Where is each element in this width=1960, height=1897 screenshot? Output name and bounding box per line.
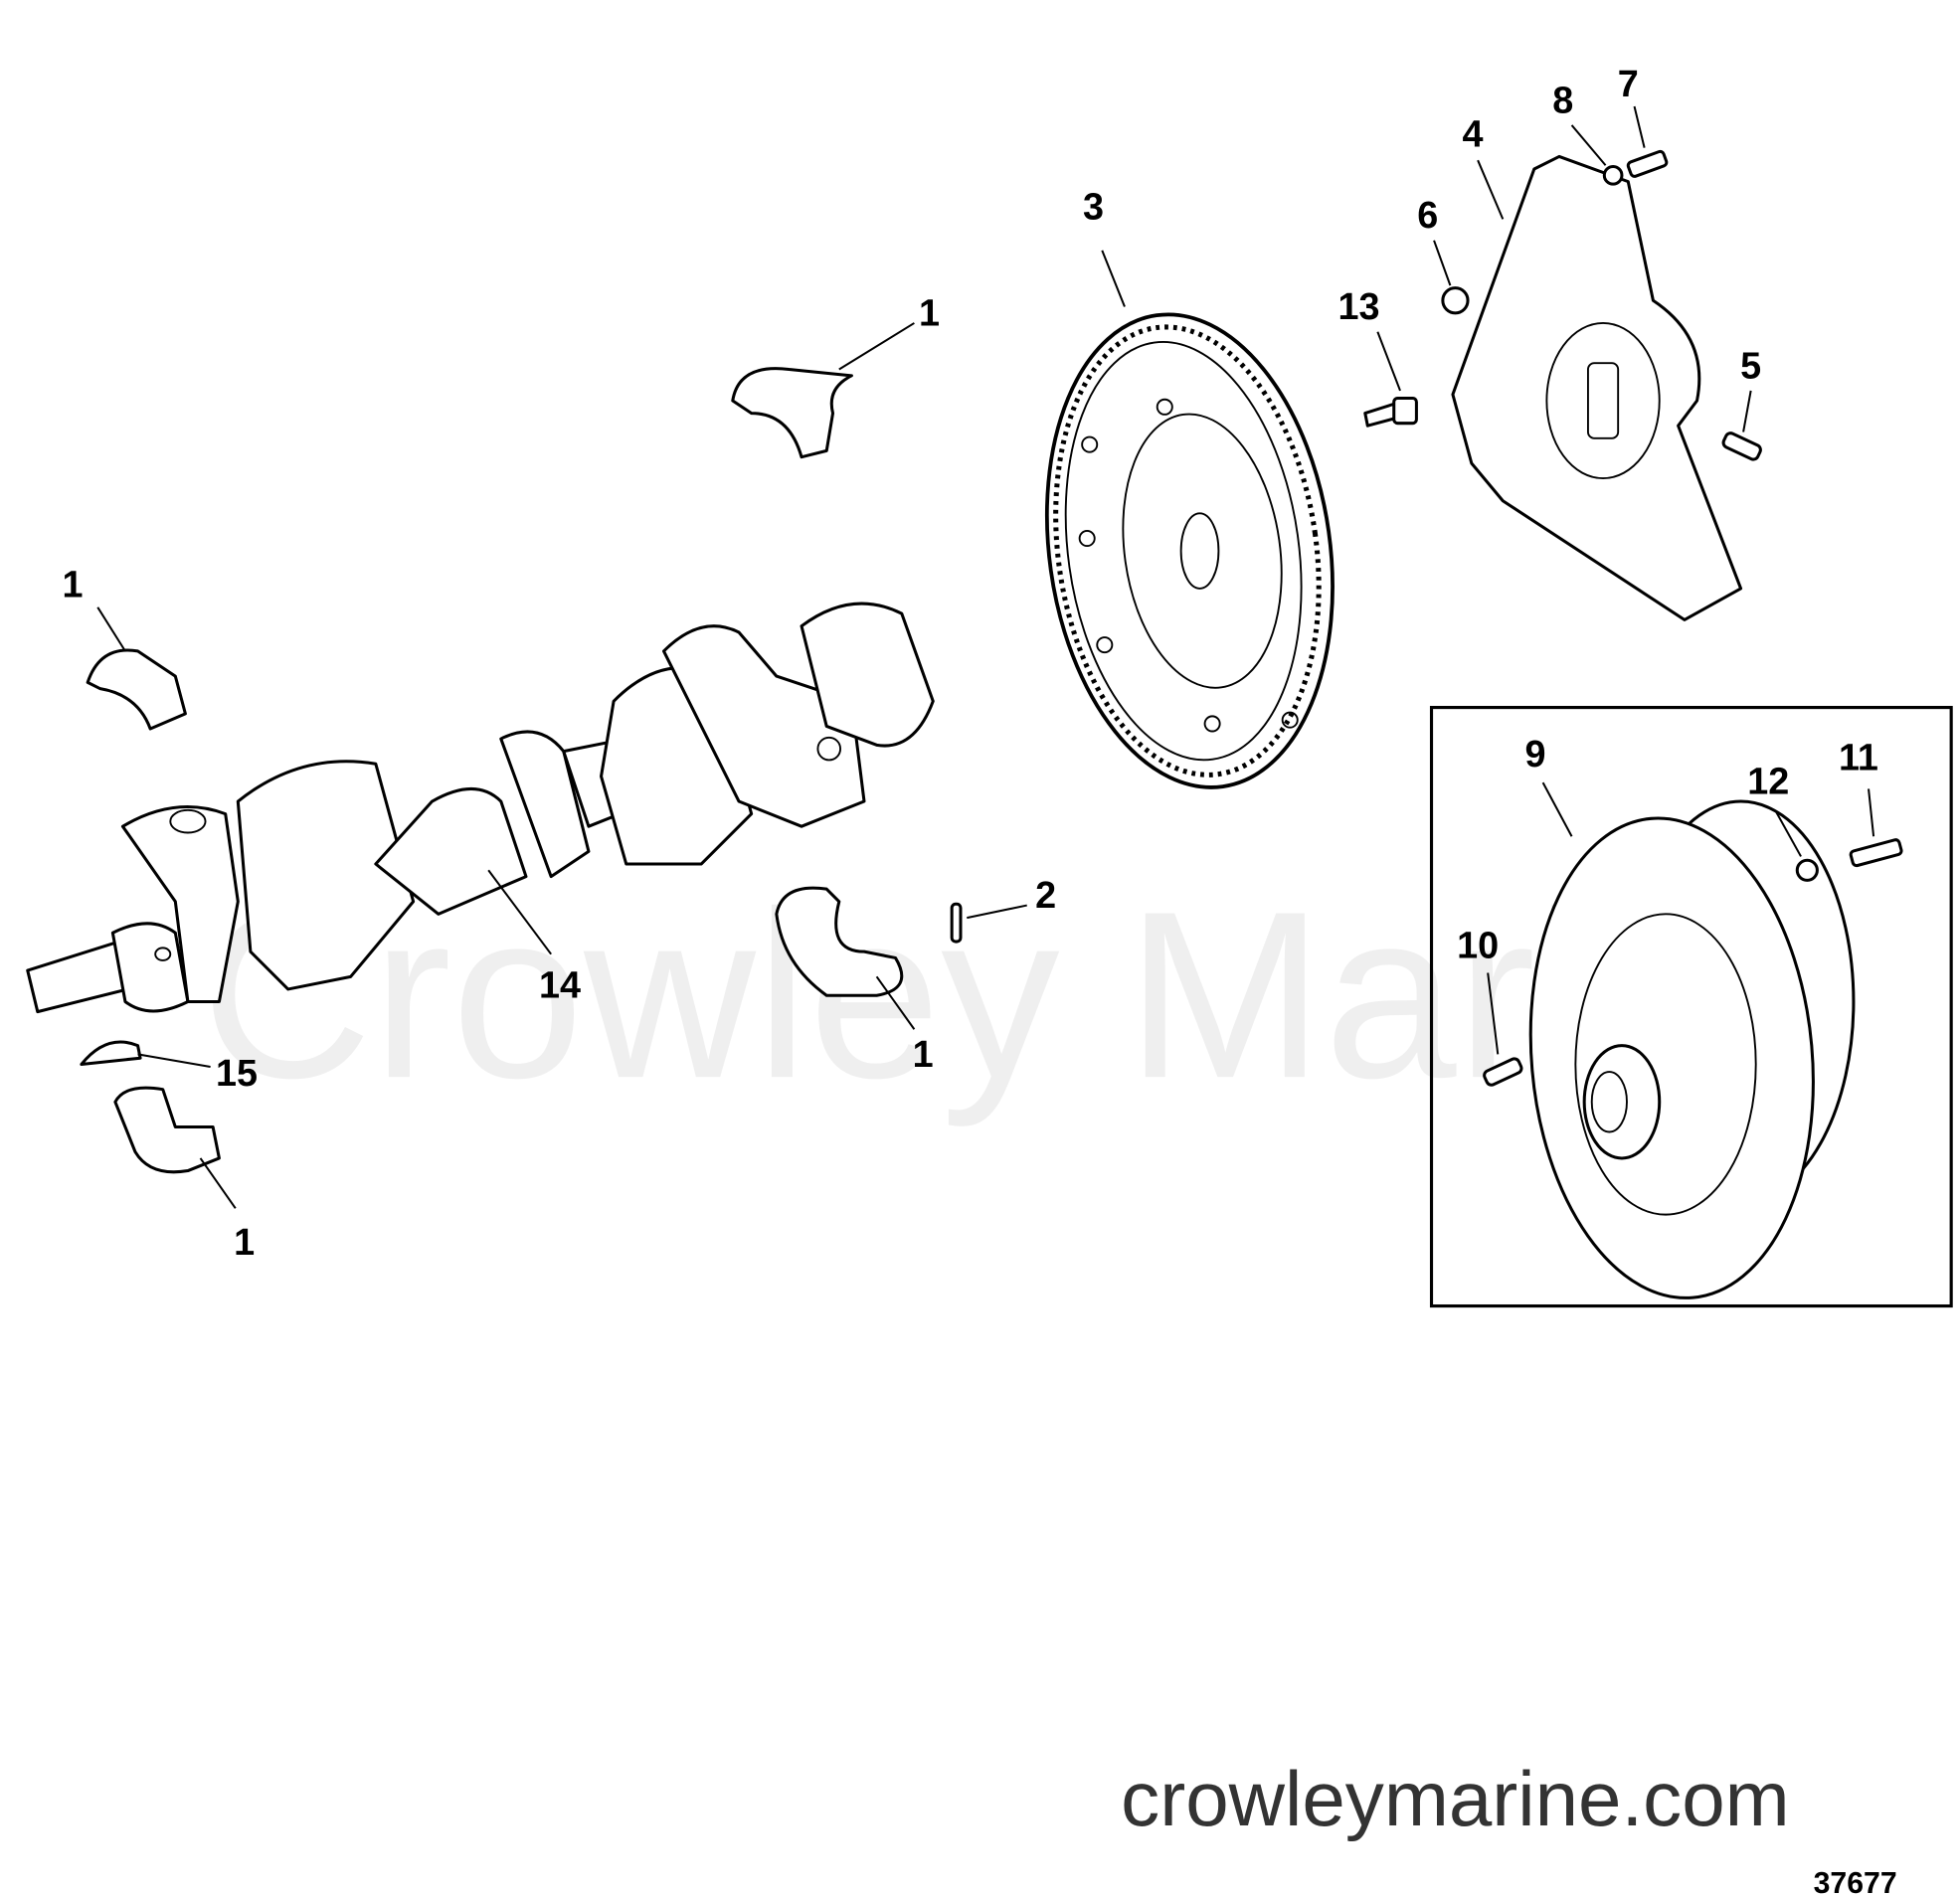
dowel-pin <box>950 902 963 944</box>
diagram-number: 37677 <box>1814 1867 1897 1897</box>
bearing-half-left <box>86 648 187 731</box>
bearing-half-bottom <box>113 1086 221 1174</box>
callout-6: 6 <box>1417 195 1438 237</box>
callout-9: 9 <box>1525 734 1546 776</box>
callout-3: 3 <box>1083 186 1104 228</box>
bolt-11 <box>1849 838 1903 868</box>
washer-8 <box>1602 164 1624 186</box>
plug-6 <box>1441 286 1470 315</box>
bolt-13 <box>1363 396 1418 428</box>
leader-lines <box>96 105 1875 1209</box>
washer-12 <box>1795 858 1819 882</box>
callout-15: 15 <box>216 1053 258 1095</box>
callouts: 3 1 8 7 4 6 13 5 1 9 12 11 2 10 14 1 15 … <box>63 64 1878 1264</box>
callout-11: 11 <box>1839 738 1878 779</box>
callout-1: 1 <box>63 565 84 606</box>
bearing-half-top <box>731 367 853 459</box>
callout-5: 5 <box>1740 345 1761 387</box>
callout-1: 1 <box>234 1222 255 1264</box>
fitting-10 <box>1483 1057 1523 1087</box>
alternate-parts-box <box>1429 705 1953 1308</box>
callout-1: 1 <box>919 292 940 334</box>
woodruff-key <box>80 1040 142 1067</box>
callout-8: 8 <box>1552 80 1573 121</box>
bolt-7 <box>1626 149 1669 178</box>
website-label: crowleymarine.com <box>1121 1755 1790 1842</box>
callout-12: 12 <box>1747 761 1789 802</box>
callout-4: 4 <box>1463 113 1484 155</box>
flywheel <box>1044 312 1335 789</box>
callout-2: 2 <box>1035 875 1056 917</box>
callout-1: 1 <box>913 1034 934 1076</box>
flex-plate <box>1451 154 1743 621</box>
callout-10: 10 <box>1457 925 1499 966</box>
callout-14: 14 <box>539 965 581 1007</box>
bearing-half-middle <box>775 886 904 997</box>
fitting-5 <box>1721 431 1762 461</box>
callout-7: 7 <box>1618 64 1639 105</box>
crankshaft <box>26 602 935 1014</box>
coupler-plate <box>1528 799 1856 1299</box>
callout-13: 13 <box>1337 286 1379 328</box>
